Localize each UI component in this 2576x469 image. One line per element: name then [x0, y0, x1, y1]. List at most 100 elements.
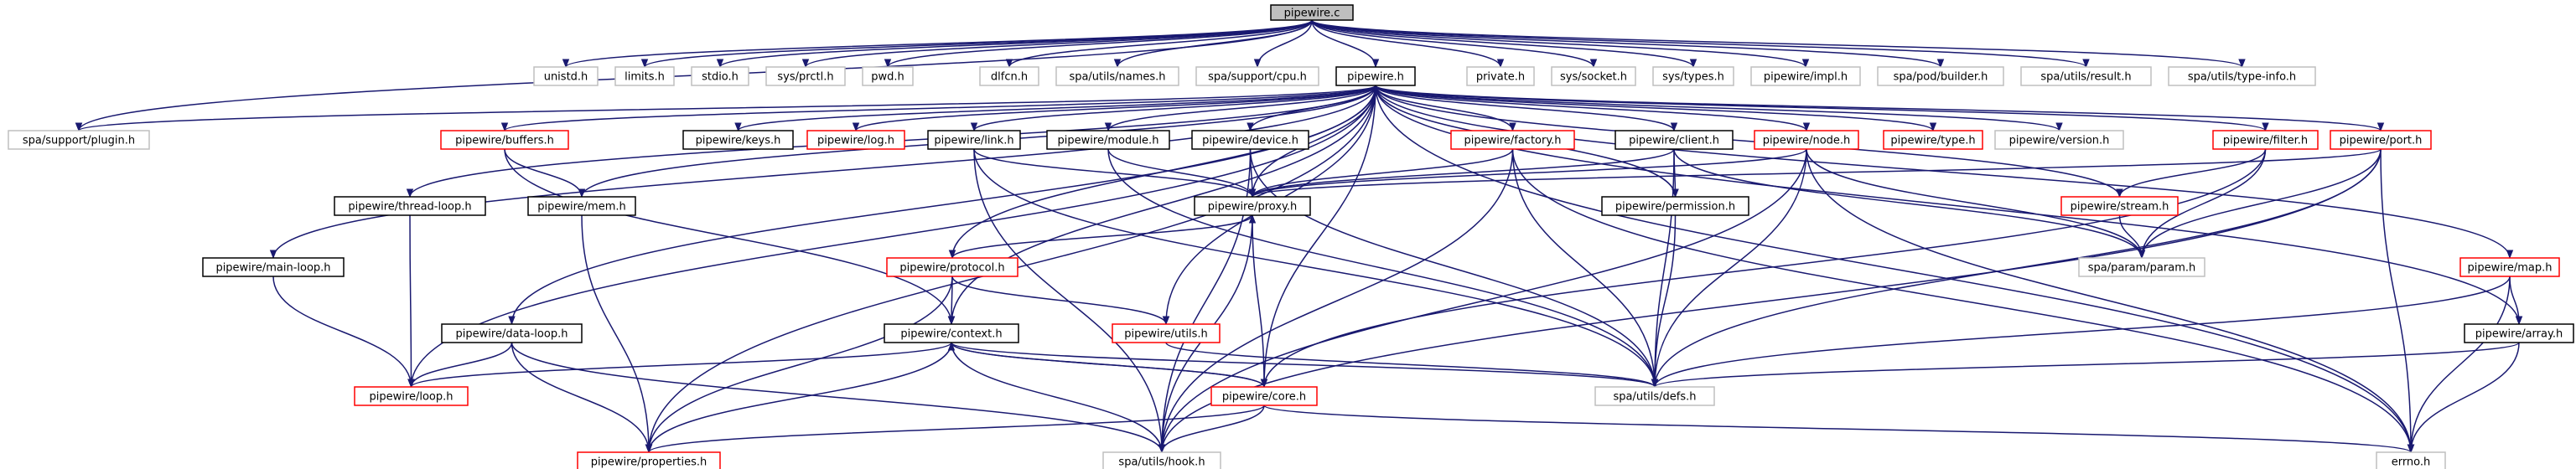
- edge-pipewire_c-to-types: [1311, 19, 1697, 69]
- node-box: [441, 323, 583, 343]
- node-node[interactable]: pipewire/node.h: [1754, 130, 1859, 150]
- node-client[interactable]: pipewire/client.h: [1615, 130, 1734, 150]
- node-dataloop[interactable]: pipewire/data-loop.h: [441, 323, 583, 343]
- node-label: pipewire/client.h: [1629, 135, 1719, 147]
- node-protocol[interactable]: pipewire/protocol.h: [886, 257, 1018, 277]
- edge-port-to-hook: [1158, 148, 2382, 454]
- node-box: [886, 257, 1018, 277]
- node-putils[interactable]: pipewire/utils.h: [1112, 323, 1221, 343]
- node-box: [1466, 66, 1535, 86]
- node-stream[interactable]: pipewire/stream.h: [2060, 196, 2179, 216]
- node-core[interactable]: pipewire/core.h: [1210, 386, 1318, 406]
- node-keys[interactable]: pipewire/keys.h: [682, 130, 794, 150]
- edge-pipewire_h-to-version: [1375, 85, 2063, 132]
- edge-pipewire_c-to-pipewire_h: [1311, 19, 1380, 69]
- node-unistd: unistd.h: [533, 66, 599, 86]
- node-threadloop[interactable]: pipewire/thread-loop.h: [334, 196, 486, 216]
- node-box: [1195, 66, 1319, 86]
- edge-pipewire_h-to-log: [853, 85, 1376, 132]
- node-box: [2330, 130, 2432, 150]
- node-box: [1270, 4, 1354, 21]
- edge-pipewire_h-to-ptype: [1375, 85, 1936, 132]
- node-ptype[interactable]: pipewire/type.h: [1883, 130, 1983, 150]
- edge-core-to-proxy: [1248, 214, 1265, 388]
- node-label: pipewire/link.h: [934, 135, 1013, 147]
- edge-dataloop-to-hook: [511, 342, 1166, 454]
- node-device[interactable]: pipewire/device.h: [1191, 130, 1309, 150]
- node-loop[interactable]: pipewire/loop.h: [354, 386, 469, 406]
- node-label: pipewire/data-loop.h: [456, 328, 568, 341]
- node-box: [2168, 66, 2316, 86]
- edge-pipewire_h-to-client: [1375, 85, 1678, 132]
- node-label: pipewire/filter.h: [2223, 135, 2308, 147]
- node-mem[interactable]: pipewire/mem.h: [527, 196, 636, 216]
- edge-core-to-hook: [1158, 405, 1265, 454]
- node-buffers[interactable]: pipewire/buffers.h: [440, 130, 569, 150]
- node-pipewire_c[interactable]: pipewire.c: [1270, 4, 1354, 21]
- edge-pipewire_h-to-node: [1375, 85, 1811, 132]
- edge-map-to-errno: [2407, 276, 2511, 454]
- edge-node-to-param: [1806, 148, 2146, 260]
- node-label: pipewire/type.h: [1890, 135, 1975, 147]
- edge-pipewire_c-to-builder: [1311, 19, 1944, 69]
- node-label: spa/pod/builder.h: [1894, 71, 1988, 84]
- node-impl: pipewire/impl.h: [1750, 66, 1861, 86]
- node-label: pipewire/properties.h: [591, 456, 707, 469]
- edge-pipewire_h-to-module: [1104, 85, 1376, 132]
- node-label: pipewire/module.h: [1058, 135, 1159, 147]
- edge-map-to-defs: [1651, 276, 2511, 389]
- node-box: [1102, 451, 1221, 469]
- edge-pipewire_c-to-result: [1311, 19, 2090, 69]
- edge-protocol-to-properties: [645, 276, 953, 454]
- node-label: pipewire/context.h: [900, 328, 1002, 341]
- edge-node-to-defs: [1651, 148, 1807, 389]
- node-array[interactable]: pipewire/array.h: [2464, 323, 2574, 343]
- edge-filter-to-core: [1260, 148, 2267, 389]
- dependency-edges: [75, 19, 2523, 454]
- node-label: pipewire/node.h: [1763, 135, 1851, 147]
- node-map[interactable]: pipewire/map.h: [2459, 257, 2560, 277]
- node-filter[interactable]: pipewire/filter.h: [2212, 130, 2319, 150]
- node-permission[interactable]: pipewire/permission.h: [1601, 196, 1749, 216]
- node-label: sys/socket.h: [1560, 71, 1627, 84]
- edge-array-to-defs: [1651, 342, 2520, 389]
- node-pwd: pwd.h: [862, 66, 914, 86]
- node-label: errno.h: [2392, 456, 2431, 469]
- edge-factory-to-defs: [1511, 148, 1659, 389]
- edge-context-to-hook: [951, 342, 1166, 454]
- node-properties[interactable]: pipewire/properties.h: [577, 451, 721, 469]
- node-label: spa/utils/hook.h: [1118, 456, 1205, 469]
- node-box: [354, 386, 469, 406]
- node-box: [1112, 323, 1221, 343]
- node-label: pipewire/version.h: [2009, 135, 2110, 147]
- edge-pipewire_c-to-cpu: [1253, 19, 1313, 69]
- node-box: [440, 130, 569, 150]
- node-box: [884, 323, 1019, 343]
- edge-node-to-errno: [1806, 148, 2415, 454]
- node-box: [334, 196, 486, 216]
- node-factory[interactable]: pipewire/factory.h: [1450, 130, 1575, 150]
- node-link[interactable]: pipewire/link.h: [927, 130, 1021, 150]
- edge-stream-to-param: [2118, 214, 2146, 260]
- edge-pipewire_c-to-private: [1311, 19, 1505, 69]
- edge-device-to-hook: [1158, 148, 1252, 454]
- node-port[interactable]: pipewire/port.h: [2330, 130, 2432, 150]
- node-label: pipewire/core.h: [1222, 391, 1306, 404]
- node-box: [1450, 130, 1575, 150]
- edge-pipewire_c-to-pwd: [884, 19, 1313, 69]
- node-box: [2020, 66, 2152, 86]
- node-log[interactable]: pipewire/log.h: [806, 130, 905, 150]
- node-label: pipewire/device.h: [1202, 135, 1298, 147]
- node-context[interactable]: pipewire/context.h: [884, 323, 1019, 343]
- node-box: [2376, 451, 2446, 469]
- edge-dataloop-to-loop: [407, 342, 513, 389]
- node-box: [1210, 386, 1318, 406]
- node-box: [2078, 257, 2205, 277]
- node-proxy[interactable]: pipewire/proxy.h: [1194, 196, 1311, 216]
- node-module[interactable]: pipewire/module.h: [1046, 130, 1170, 150]
- edge-core-to-context: [947, 341, 1265, 388]
- node-mainloop[interactable]: pipewire/main-loop.h: [202, 257, 345, 277]
- node-box: [691, 66, 749, 86]
- edge-permission-to-defs: [1651, 214, 1677, 389]
- node-pipewire_h[interactable]: pipewire.h: [1335, 66, 1416, 86]
